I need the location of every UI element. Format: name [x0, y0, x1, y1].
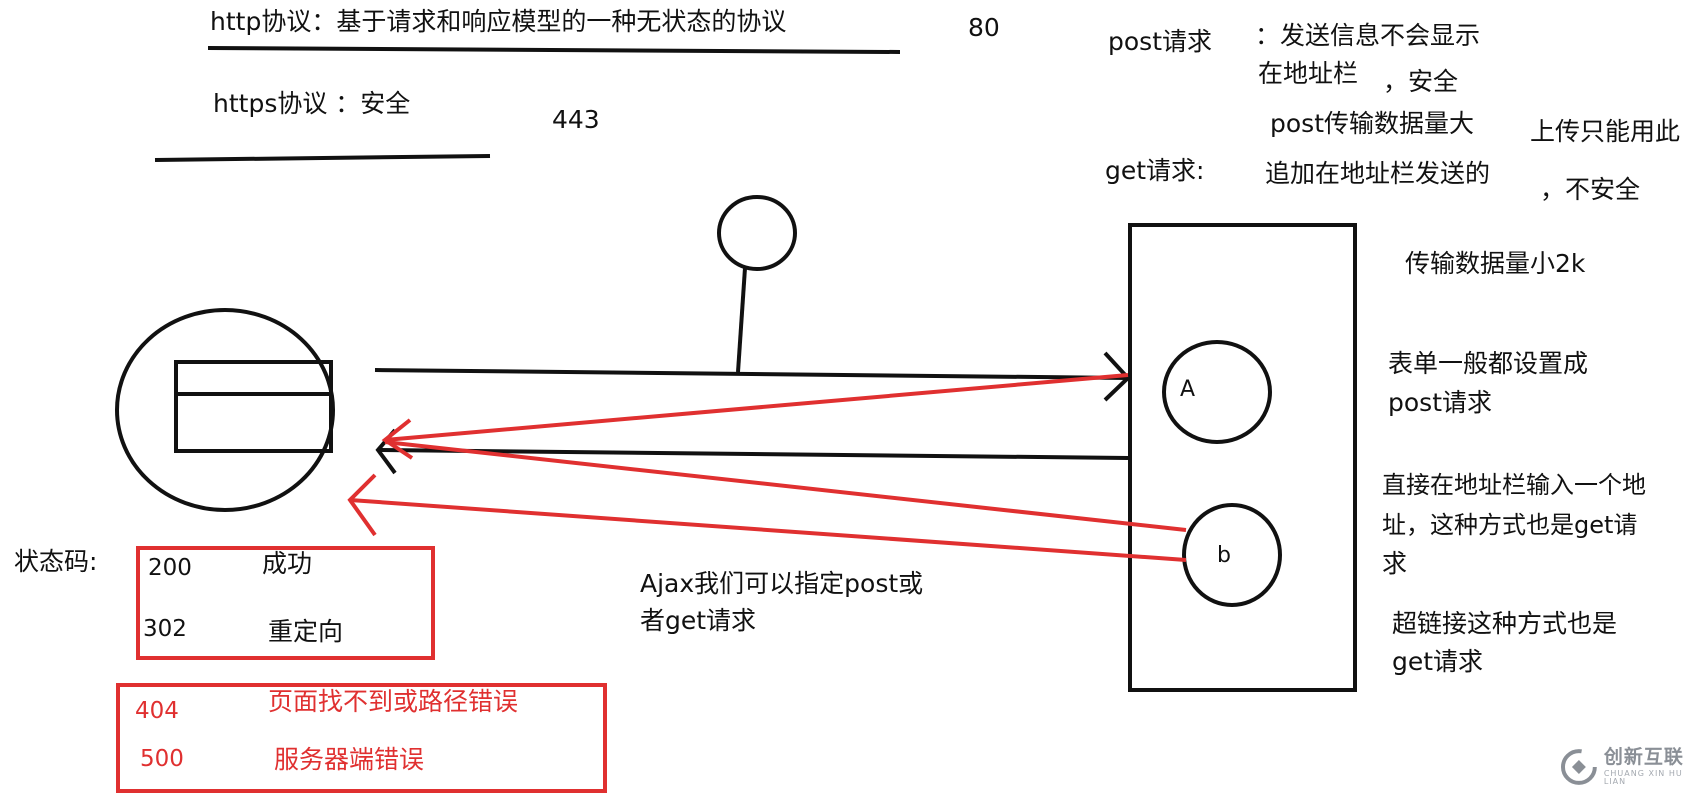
form-note-1: 表单一般都设置成: [1388, 349, 1589, 378]
get-desc-3: 传输数据量小2k: [1405, 249, 1586, 278]
post-desc-1: ：发送信息不会显示: [1255, 21, 1481, 50]
direct-note-2: 址，这种方式也是get请: [1382, 511, 1638, 539]
https-underline: [154, 154, 491, 162]
http-port: 80: [968, 13, 1000, 42]
status-302-text: 重定向: [268, 617, 344, 646]
network-node: [717, 195, 797, 271]
watermark-logo-icon: [1560, 749, 1597, 785]
red-arrow-b-to-a: [384, 440, 1187, 532]
status-code-label: 状态码:: [14, 547, 98, 576]
https-protocol-text: https协议 ：安全: [213, 89, 411, 118]
status-404-code: 404: [135, 698, 179, 724]
post-desc-4: post传输数据量大: [1270, 109, 1474, 138]
direct-note-3: 求: [1382, 549, 1408, 578]
request-arrow: [374, 368, 1129, 380]
status-box-ok: [136, 546, 435, 660]
server-node-b: [1182, 503, 1282, 607]
http-protocol-text: http协议：基于请求和响应模型的一种无状态的协议: [210, 7, 787, 36]
http-underline: [207, 46, 901, 54]
status-500-code: 500: [140, 746, 184, 772]
get-desc-2: ，不安全: [1540, 175, 1641, 204]
browser-window: [174, 360, 333, 453]
ajax-note-1: Ajax我们可以指定post或: [640, 569, 924, 598]
post-desc-3: ，安全: [1383, 67, 1459, 96]
red-arrow-a-to-client: [384, 373, 1129, 442]
post-label: post请求: [1108, 27, 1212, 56]
red-arrow-b-to-client: [349, 498, 1187, 562]
status-404-text: 页面找不到或路径错误: [268, 687, 519, 716]
watermark: 创新互联 CHUANG XIN HU LIAN: [1560, 748, 1708, 786]
server-node-a-label: A: [1180, 377, 1196, 402]
watermark-cn: 创新互联: [1603, 746, 1684, 768]
direct-note-1: 直接在地址栏输入一个地: [1382, 471, 1646, 499]
get-label: get请求:: [1105, 156, 1205, 185]
get-desc-1: 追加在地址栏发送的: [1265, 159, 1491, 188]
form-note-2: post请求: [1388, 388, 1492, 417]
link-note-1: 超链接这种方式也是: [1392, 609, 1618, 638]
link-note-2: get请求: [1392, 647, 1484, 676]
post-desc-2: 在地址栏: [1258, 59, 1359, 88]
red-arrow-a-head: [381, 418, 414, 460]
red-arrow-b-head: [347, 473, 377, 537]
status-302-code: 302: [143, 616, 187, 642]
post-desc-5: 上传只能用此: [1530, 117, 1681, 146]
status-200-code: 200: [148, 555, 192, 581]
server-node-a: [1162, 340, 1272, 444]
request-arrow-head: [1103, 351, 1131, 402]
client-ellipse: [115, 308, 335, 512]
network-node-stem: [736, 267, 747, 373]
status-box-error: [116, 683, 607, 793]
server-node-b-label: b: [1217, 543, 1231, 568]
response-arrow: [377, 448, 1129, 460]
https-port: 443: [552, 105, 600, 134]
status-500-text: 服务器端错误: [274, 745, 425, 774]
ajax-note-2: 者get请求: [640, 606, 757, 635]
server-box: [1128, 223, 1357, 692]
status-200-text: 成功: [262, 549, 313, 578]
watermark-en: CHUANG XIN HU LIAN: [1603, 769, 1683, 786]
